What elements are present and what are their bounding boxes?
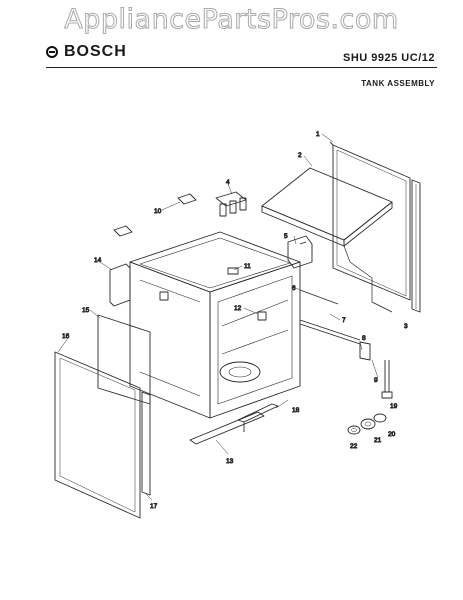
part-mount-bracket	[287, 235, 313, 269]
part-toe-plate	[189, 411, 265, 445]
callout-15: 15	[82, 307, 90, 314]
bosch-logo-icon	[46, 46, 58, 58]
part-hoses	[299, 319, 371, 361]
brand-header: BOSCH	[46, 43, 127, 61]
part-tank-body	[129, 231, 339, 419]
callout-18: 18	[292, 407, 300, 414]
callout-1: 1	[316, 131, 320, 138]
callout-9: 9	[374, 377, 378, 384]
part-clip	[215, 191, 247, 217]
callout-7: 7	[342, 317, 346, 324]
callout-6: 6	[292, 285, 296, 292]
callout-12: 12	[234, 305, 242, 312]
watermark-text: AppliancePartsPros.com	[64, 4, 399, 36]
part-side-strip	[411, 179, 421, 313]
header-divider	[46, 67, 437, 68]
model-number: SHU 9925 UC/12	[343, 52, 435, 64]
leader-lines	[57, 133, 379, 501]
part-brackets	[113, 193, 197, 237]
callout-13: 13	[226, 458, 234, 465]
callout-3: 3	[404, 323, 408, 330]
brand-name: BOSCH	[64, 43, 127, 60]
callout-19: 19	[390, 403, 398, 410]
callout-2: 2	[298, 152, 302, 159]
part-washers	[347, 413, 387, 435]
part-side-panel-right	[329, 141, 411, 301]
part-hinge-block	[109, 263, 131, 307]
callout-4: 4	[226, 179, 230, 186]
callout-14: 14	[94, 257, 102, 264]
part-top-cover	[261, 167, 393, 313]
callout-20: 20	[388, 431, 396, 438]
callout-17: 17	[150, 503, 158, 510]
part-front-strip	[141, 391, 151, 496]
section-title: TANK ASSEMBLY	[361, 79, 435, 88]
part-base-rail	[237, 403, 279, 432]
callout-16: 16	[62, 333, 70, 340]
part-front-panel	[54, 351, 141, 519]
callout-10: 10	[154, 208, 162, 215]
callout-21: 21	[374, 437, 382, 444]
callout-8: 8	[362, 335, 366, 342]
part-screw-assembly	[381, 360, 393, 399]
callout-22: 22	[350, 443, 358, 450]
callout-5: 5	[284, 233, 288, 240]
callout-11: 11	[244, 263, 251, 270]
